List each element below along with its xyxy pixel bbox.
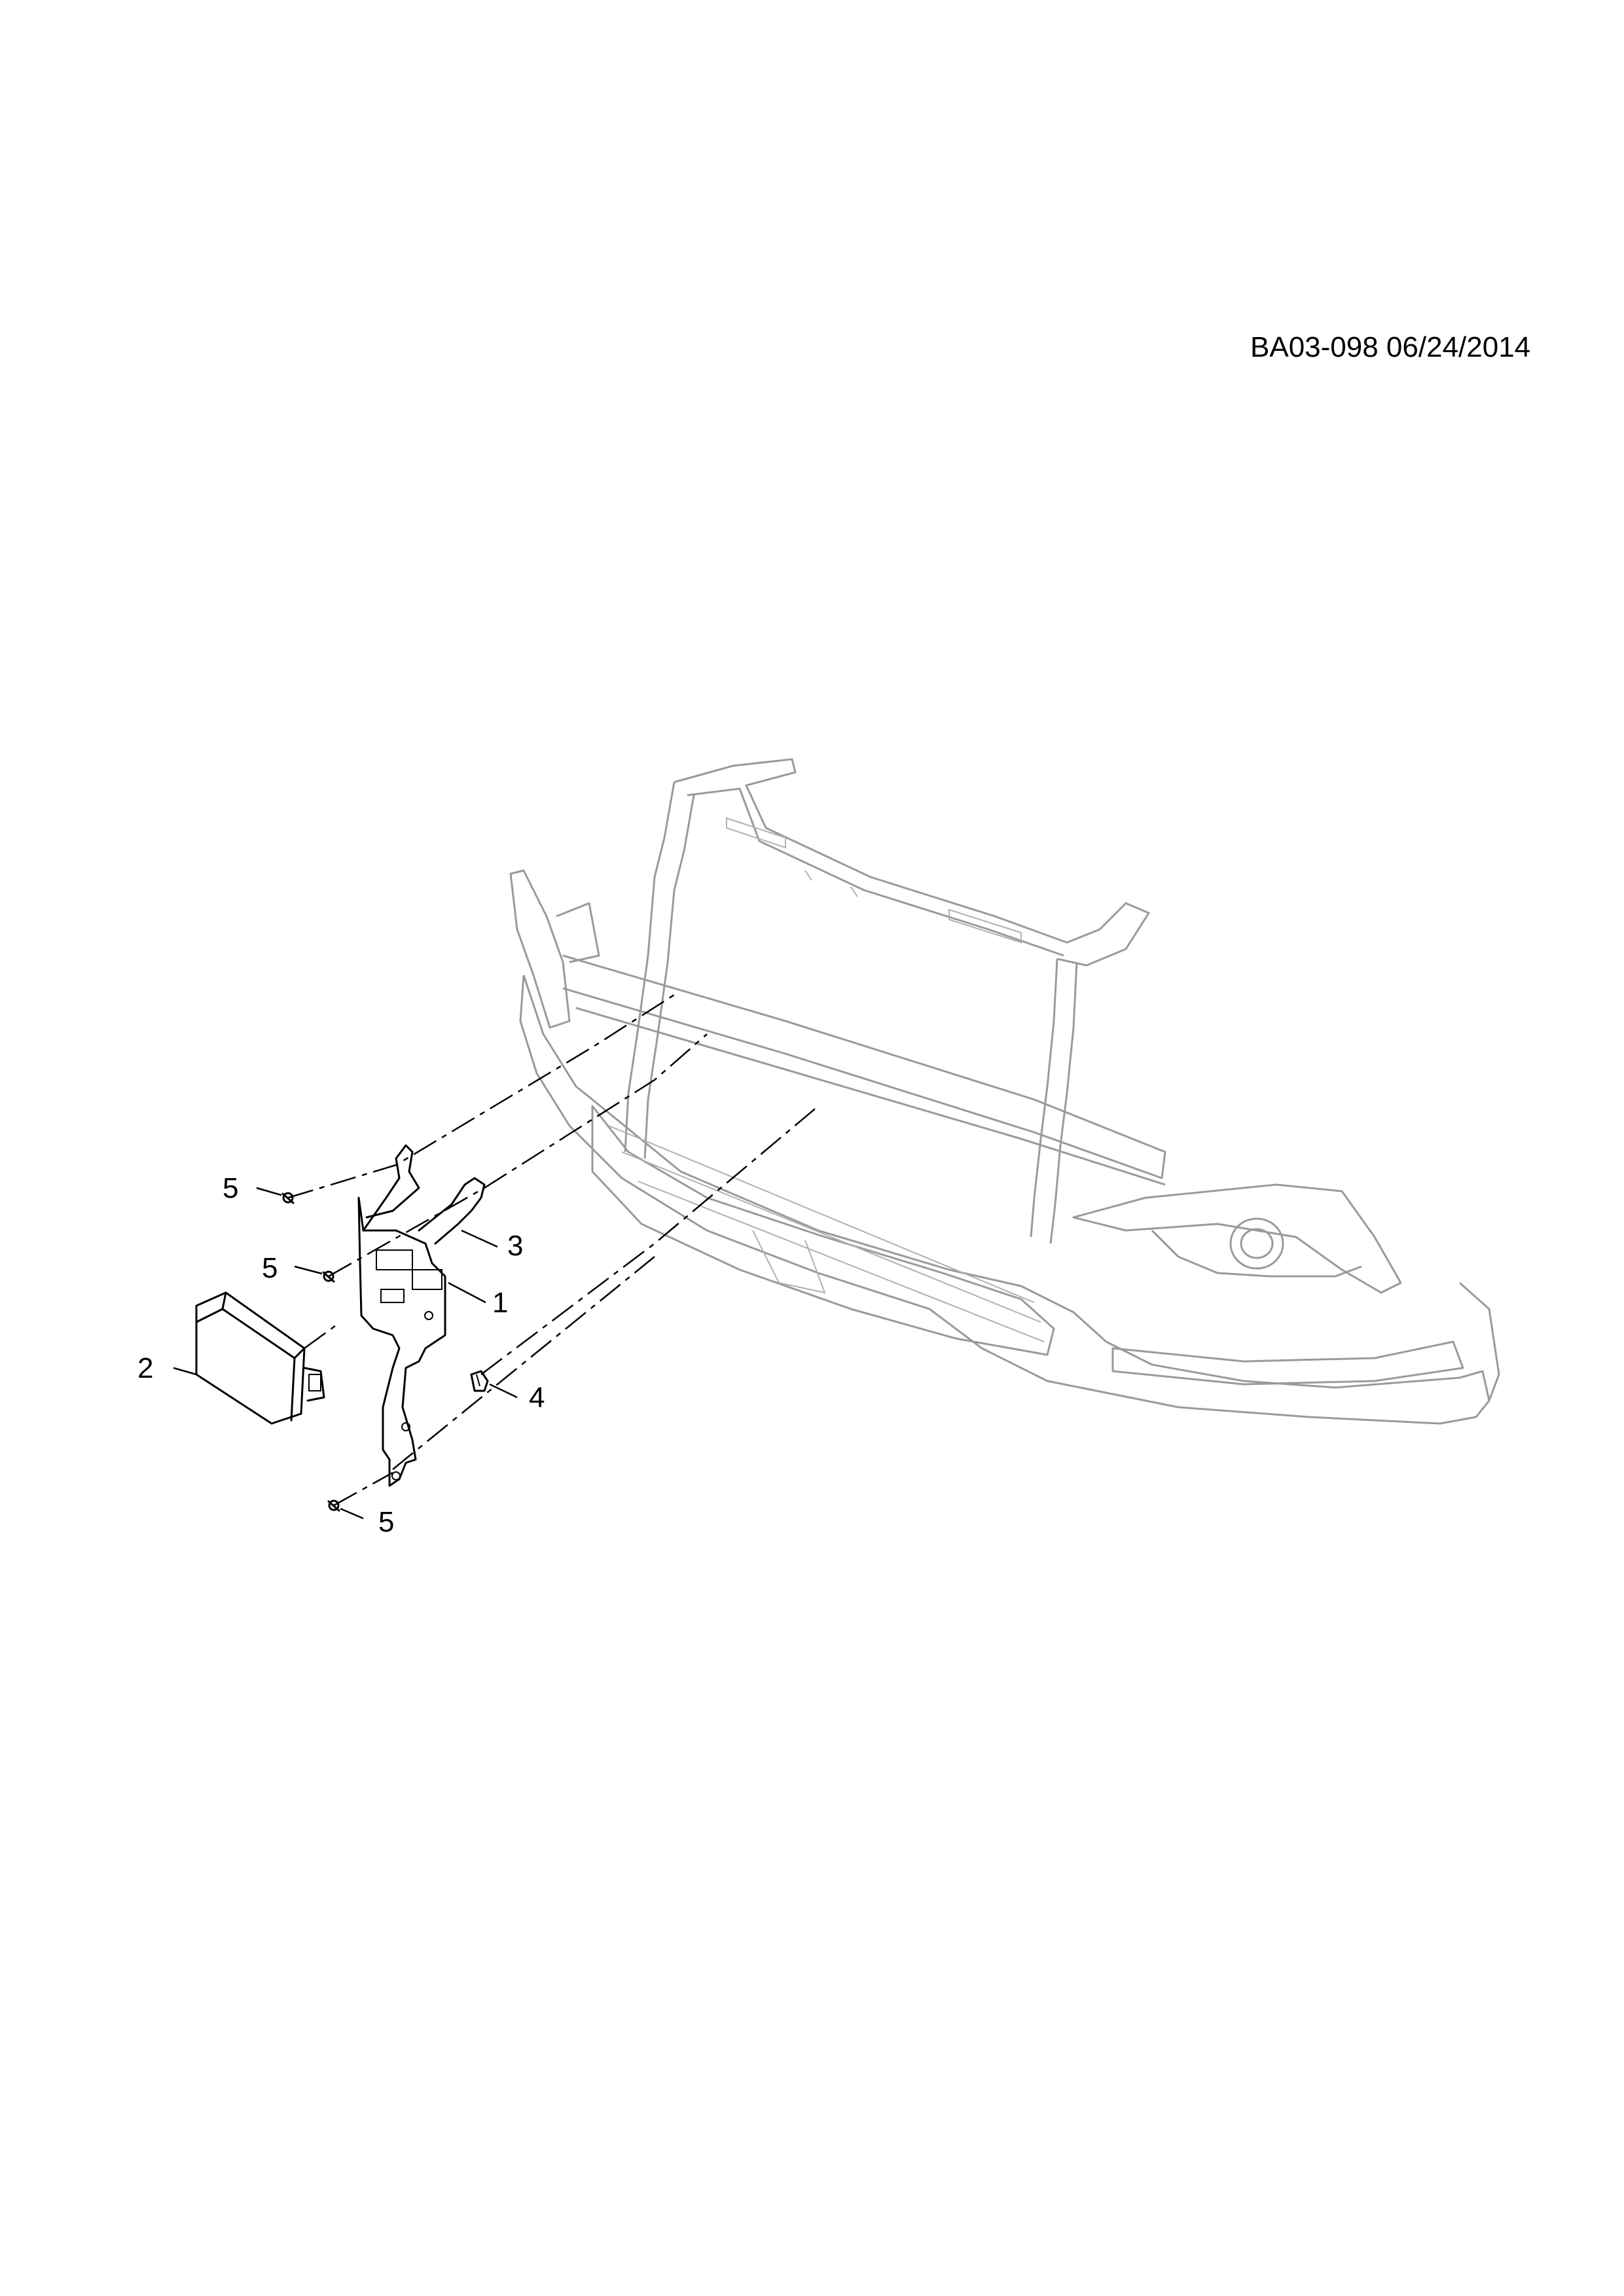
callout-4-label: 4 <box>529 1382 545 1414</box>
callout-2: 2 <box>137 1352 197 1384</box>
bolt-lower <box>327 1499 340 1512</box>
callout-5-middle: 5 <box>262 1252 323 1284</box>
radar-sensor-bracket <box>357 1144 486 1487</box>
callout-5-upper: 5 <box>223 1172 282 1204</box>
radar-sensor-module <box>195 1291 325 1425</box>
callout-2-label: 2 <box>137 1352 153 1384</box>
callout-5-middle-label: 5 <box>262 1252 278 1284</box>
bolt-upper <box>281 1192 295 1204</box>
bumper-impact-bar <box>509 869 1166 1186</box>
diagram-reference: BA03-098 06/24/2014 <box>1250 331 1530 363</box>
callout-1: 1 <box>448 1282 508 1319</box>
callout-5-upper-label: 5 <box>223 1172 238 1204</box>
bracket-clip <box>470 1370 489 1392</box>
bolts <box>281 1192 340 1512</box>
front-fascia <box>519 975 1500 1425</box>
callout-1-label: 1 <box>492 1287 508 1319</box>
callout-5-lower-label: 5 <box>378 1506 394 1538</box>
callout-3: 3 <box>461 1229 523 1262</box>
assembly-lines <box>287 994 819 1507</box>
callout-3-label: 3 <box>507 1230 523 1262</box>
callout-5-lower: 5 <box>340 1506 394 1538</box>
callout-4: 4 <box>489 1382 545 1414</box>
bolt-middle <box>322 1270 335 1283</box>
radiator-support-frame <box>624 758 1150 1244</box>
